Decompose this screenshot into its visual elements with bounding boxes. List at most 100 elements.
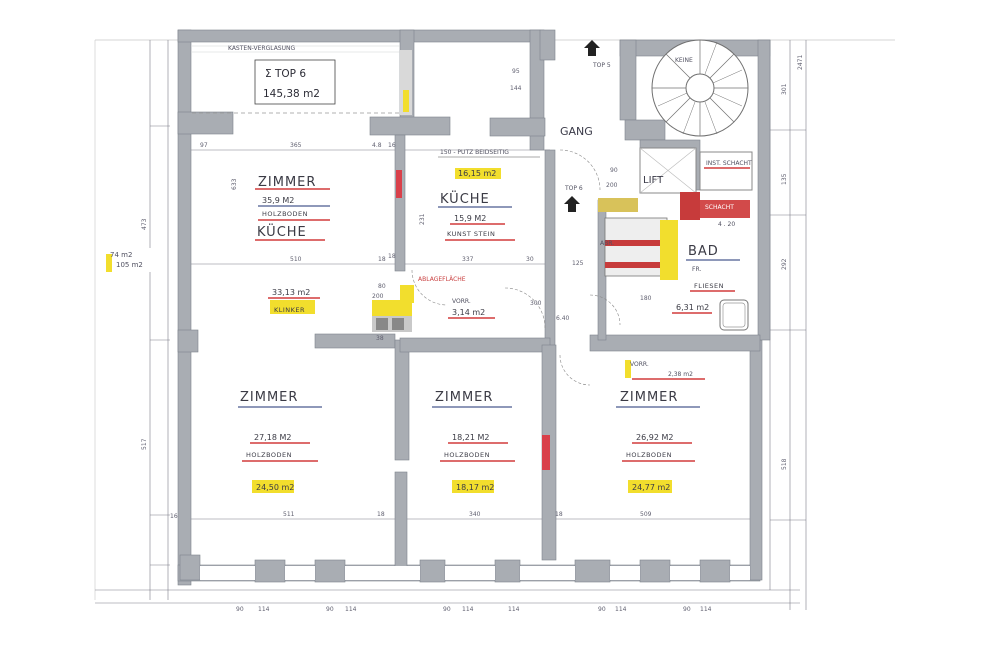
room-area: 18,21 M2 [452, 433, 489, 442]
arrow-up-icon [584, 40, 600, 56]
room-name: ZIMMER [620, 390, 678, 405]
room-name: VORR. [630, 361, 649, 368]
dim-value: 18 [555, 511, 563, 518]
room-area-yellow: 18,17 m2 [456, 483, 494, 492]
dim-value: 90 [443, 606, 451, 613]
room-area-top: 16,15 m2 [458, 169, 496, 178]
dim-value: 2471 [797, 55, 804, 70]
room-name: VORR. [452, 298, 471, 305]
room-area: 15,9 M2 [454, 214, 486, 223]
dim-value: 18 [378, 256, 386, 263]
room-vorr: VORR. 3,14 m2 [448, 298, 495, 319]
glazing-area [192, 45, 412, 115]
left-area-a: 74 m2 [110, 251, 132, 259]
markings [106, 170, 631, 470]
dim-value: 633 [231, 178, 238, 190]
door-swings [411, 149, 621, 386]
top-upper-label: TOP 5 [592, 62, 611, 69]
dim-value: 180 [640, 295, 652, 302]
dim-value: 200 [606, 182, 618, 189]
lift-shaft [639, 147, 697, 194]
room-area-yellow: 33,13 m2 [272, 288, 310, 297]
schacht-label: SCHACHT [705, 204, 734, 211]
top-label: TOP 6 [564, 185, 583, 192]
room-bad: BAD FLIESEN 6,31 m2 [672, 244, 740, 314]
room-area: 26,92 M2 [636, 433, 673, 442]
room-floor-2: KLINKER [274, 306, 305, 314]
dim-value: 18 [388, 253, 396, 260]
dim-value: 90 [683, 606, 691, 613]
dim-value: 517 [141, 438, 148, 450]
room-name: BAD [688, 244, 719, 259]
room-area: 6,31 m2 [676, 303, 709, 312]
dim-value: 114 [345, 606, 357, 613]
dim-value: 510 [290, 256, 302, 263]
room-floor: HOLZBODEN [626, 451, 672, 459]
dim-value: 365 [290, 142, 302, 149]
dim-value: 340 [469, 511, 481, 518]
room-floor: KUNST STEIN [447, 230, 495, 238]
dim-value: 16 [388, 142, 396, 149]
dim-value: 125 [572, 260, 584, 267]
labels: GANG LIFT TOP 6 TOP 5 INST. SCHACHT 150 … [110, 40, 752, 283]
dim-value: 6.40 [556, 315, 570, 322]
dim-value: 292 [781, 258, 788, 270]
dim-value: 114 [615, 606, 627, 613]
room-area-yellow: 24,77 m2 [632, 483, 670, 492]
room-zimmer-right: ZIMMER 26,92 M2 HOLZBODEN 24,77 m2 [616, 390, 700, 493]
room-name: ZIMMER [435, 390, 493, 405]
inst-schacht-label: INST. SCHACHT [706, 160, 752, 167]
dim-value: 90 [610, 167, 618, 174]
unit-name: Σ TOP 6 [265, 68, 306, 80]
abr-label: ABR. [600, 240, 614, 247]
dim-value: 95 [512, 68, 520, 75]
ablage-label: ABLAGEFLÄCHE [418, 276, 466, 283]
dim-value: 114 [508, 606, 520, 613]
dim-value: 30 [526, 256, 534, 263]
installation-shaft [598, 151, 753, 331]
dim-value: 135 [781, 173, 788, 185]
room-floor: HOLZBODEN [246, 451, 292, 459]
room-floor: HOLZBODEN [444, 451, 490, 459]
room-name: ZIMMER [258, 175, 316, 190]
dim-value: 16 [170, 513, 178, 520]
fr-label: FR. [692, 266, 701, 273]
dim-value: 90 [598, 606, 606, 613]
room-area: 35,9 M2 [262, 196, 294, 205]
room-kueche: 16,15 m2 KÜCHE 15,9 M2 KUNST STEIN [438, 168, 515, 241]
dim-value: 301 [781, 83, 788, 95]
room-area-yellow: 24,50 m2 [256, 483, 294, 492]
left-area-b: 105 m2 [116, 261, 143, 269]
spiral-staircase [651, 39, 749, 137]
dim-value: 518 [781, 458, 788, 470]
gang-label: GANG [560, 125, 593, 138]
unit-area: 145,38 m2 [263, 88, 320, 100]
room-name: KÜCHE [440, 190, 490, 207]
arrow-up-icon [564, 196, 580, 212]
dim-value: 200 [372, 293, 384, 300]
dim-value: 144 [510, 85, 522, 92]
dim-value: 114 [700, 606, 712, 613]
dim-value: 80 [378, 283, 386, 290]
dim-value: 473 [141, 218, 148, 230]
room-area: 3,14 m2 [452, 308, 485, 317]
dim-value: 231 [419, 213, 426, 225]
putz-label: 150 - PUTZ BEIDSEITIG [440, 149, 509, 156]
stairs-label: KEINE [675, 57, 693, 64]
glazing-label: KASTEN-VERGLASUNG [228, 45, 295, 52]
room-area: 2,38 m2 [668, 371, 693, 378]
dim-value: 18 [377, 511, 385, 518]
dimension-numbers: 97 365 4.8 16 95 144 90 200 510 18 337 3… [141, 55, 804, 613]
dim-value: 337 [462, 256, 474, 263]
room-floor: HOLZBODEN [262, 210, 308, 218]
dim-value: 38 [376, 335, 384, 342]
dim-value: 511 [283, 511, 295, 518]
room-zimmer-kueche: ZIMMER 35,9 M2 HOLZBODEN KÜCHE 33,13 m2 … [255, 175, 330, 314]
room-zimmer-mid: ZIMMER 18,21 M2 HOLZBODEN 18,17 m2 [432, 390, 515, 493]
lift-label: LIFT [643, 175, 664, 186]
dim-value: 114 [462, 606, 474, 613]
schacht-dims: 4 . 20 [718, 221, 735, 228]
dim-value: 4.8 [372, 142, 382, 149]
dim-value: 97 [200, 142, 208, 149]
